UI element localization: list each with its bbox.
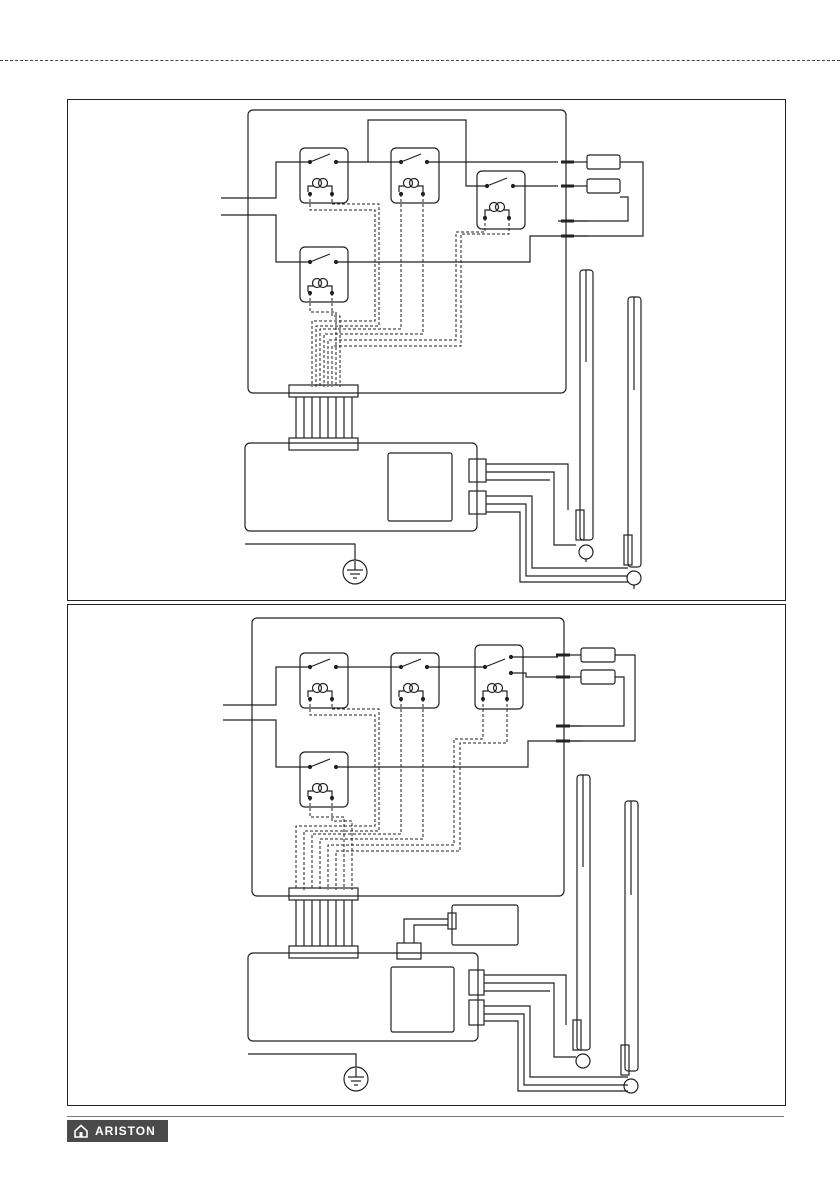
probe-connector-2	[469, 1000, 484, 1025]
relay-coil-icon	[308, 784, 332, 798]
ground-wire	[245, 544, 355, 560]
extra-module-box	[452, 905, 518, 945]
temperature-probe-1	[576, 270, 593, 562]
relay-2	[391, 653, 439, 708]
wiring-diagram-2	[67, 604, 786, 1106]
control-wires	[310, 194, 509, 387]
probe-wire-2	[486, 496, 628, 582]
resistor-1	[587, 155, 620, 169]
relay-coil-icon	[308, 279, 332, 293]
relay-coil-icon	[483, 684, 507, 698]
relay-1	[300, 653, 348, 708]
ground-icon	[344, 1067, 368, 1091]
edge-terminals	[561, 162, 574, 236]
ribbon-connector-bottom	[289, 946, 358, 958]
ground-icon	[343, 560, 367, 584]
brand-name: ARISTON	[95, 1124, 156, 1138]
control-board-outline	[248, 953, 478, 1041]
brand-logo: ARISTON	[67, 1120, 168, 1142]
relay3-out-b	[511, 673, 558, 677]
relay-4	[300, 247, 348, 302]
temperature-probe-2	[624, 297, 641, 589]
wiring-diagram-1-svg	[68, 100, 785, 600]
probe-wire-2	[484, 1006, 628, 1091]
page-top-dashed-divider	[0, 60, 840, 61]
relay-coil-icon	[308, 684, 332, 698]
temperature-probe-2	[621, 801, 638, 1093]
relay-coil-icon	[485, 203, 509, 217]
relay4-out	[336, 236, 558, 262]
resistor-1	[581, 648, 615, 662]
power-wire-l	[223, 667, 310, 705]
probe-connector-1	[469, 970, 484, 995]
control-board-outline	[245, 443, 477, 531]
power-wire-l	[221, 162, 310, 198]
house-logo-icon	[73, 1124, 89, 1138]
wiring-diagram-1	[67, 99, 786, 601]
edge-terminals	[556, 655, 570, 741]
relay-coil-icon	[399, 684, 423, 698]
ribbon-cable	[296, 397, 352, 438]
footer-divider	[67, 1116, 784, 1117]
relay-1	[300, 148, 348, 203]
relay-coil-icon	[399, 179, 423, 193]
display-module	[391, 967, 454, 1032]
ribbon-connector-top	[289, 888, 358, 900]
return-wire	[558, 197, 628, 221]
relay-3	[477, 171, 525, 229]
power-wire-n	[221, 215, 310, 262]
relay-board-outline	[248, 110, 566, 393]
control-wires	[296, 699, 507, 890]
display-module	[388, 453, 452, 521]
ribbon-connector-bottom	[289, 438, 358, 450]
extra-module	[397, 905, 518, 959]
resistor-2	[587, 179, 620, 193]
relay-3	[475, 645, 523, 709]
ribbon-cable	[296, 900, 352, 946]
relay-2	[391, 148, 439, 203]
wiring-diagram-2-svg	[68, 605, 785, 1105]
relay-4	[300, 752, 348, 807]
temperature-probe-1	[573, 775, 590, 1068]
ground-wire	[248, 1054, 356, 1067]
resistor-2	[581, 670, 615, 684]
loop-wire	[558, 162, 643, 236]
power-wire-n	[223, 720, 310, 767]
extra-module-connector	[397, 943, 421, 959]
relay-coil-icon	[308, 179, 332, 193]
bridge-wire	[336, 120, 487, 186]
relay-board-outline	[252, 618, 564, 896]
relay4-out	[336, 741, 558, 767]
